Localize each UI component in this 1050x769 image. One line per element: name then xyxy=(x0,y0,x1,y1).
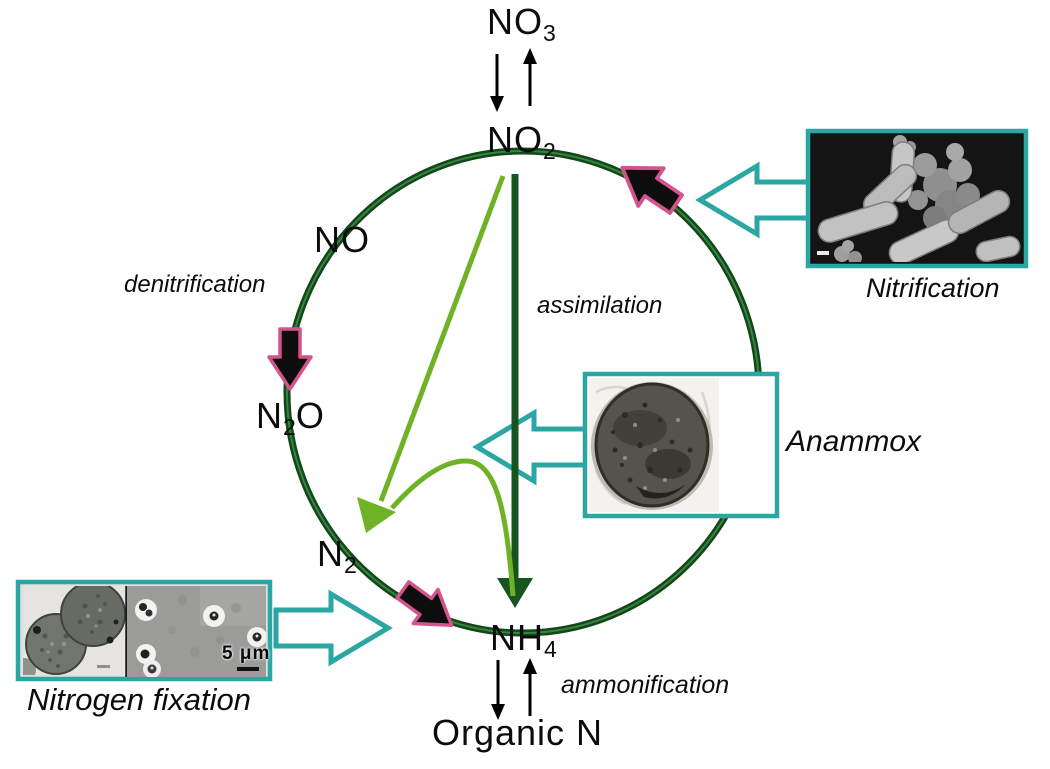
anammox-cell-image xyxy=(589,378,719,512)
caption-nitrogen-fixation: Nitrogen fixation xyxy=(27,682,252,717)
formula-subscript: 2 xyxy=(344,551,357,578)
cyanobacteria-tem-image xyxy=(23,586,126,675)
caption-nitrification: Nitrification xyxy=(866,273,1000,303)
formula-base: NO xyxy=(487,119,543,160)
label-no2: NO2 xyxy=(487,121,556,163)
label-n2: N2 xyxy=(317,535,357,577)
block-arrow-denitrification-icon xyxy=(267,327,313,391)
formula-subscript: 2 xyxy=(543,137,556,164)
scale-bar-label: 5 μm xyxy=(222,643,271,664)
formula-base: N xyxy=(317,533,344,574)
nitrogen-fixation-micrograph xyxy=(15,579,273,682)
bacteria-cells xyxy=(135,599,266,677)
block-arrow-nitrogen-fixation-icon xyxy=(395,580,454,628)
outline-arrow-nitrification-icon xyxy=(695,161,815,239)
label-nh4: NH4 xyxy=(490,619,557,661)
caption-anammox: Anammox xyxy=(786,425,922,458)
anammox-no2-arrow-icon xyxy=(357,175,506,533)
arrow-organic-to-nh4-icon xyxy=(523,658,537,716)
label-organic-n: Organic N xyxy=(432,714,603,756)
formula-base: N xyxy=(256,395,283,436)
outline-arrow-anammox-icon xyxy=(472,408,592,486)
anammox-nh4-arrow-icon xyxy=(390,458,516,597)
formula-base: Organic N xyxy=(432,712,604,753)
arrow-nh4-to-organic-icon xyxy=(491,660,505,720)
nitrification-micrograph xyxy=(805,128,1029,269)
block-arrow-nitrification-icon xyxy=(620,165,684,215)
label-denitrification: denitrification xyxy=(124,271,266,298)
phase-scale-bar xyxy=(237,667,259,671)
formula-base: NO xyxy=(314,219,370,260)
label-assimilation: assimilation xyxy=(537,292,663,319)
label-no3: NO3 xyxy=(487,3,556,45)
formula-subscript: 2 xyxy=(283,413,296,440)
label-no: NO xyxy=(314,221,370,263)
anammox-micrograph xyxy=(582,371,780,519)
formula-post: O xyxy=(295,395,325,436)
outline-arrow-nitrogen-fixation-icon xyxy=(273,589,393,667)
sem-scale-bar xyxy=(817,251,829,255)
arrow-no2-to-no3-icon xyxy=(523,48,537,106)
assimilation-arrow-icon xyxy=(497,174,533,608)
formula-base: NO xyxy=(487,1,543,42)
nitrifying-bacteria-image xyxy=(817,135,1021,262)
formula-subscript: 4 xyxy=(544,635,557,662)
label-n2o: N2O xyxy=(256,397,325,439)
formula-base: NH xyxy=(490,617,544,658)
arrow-no3-to-no2-icon xyxy=(490,54,504,112)
label-ammonification: ammonification xyxy=(561,671,730,699)
cyanobacteria-phase-contrast-image xyxy=(127,586,266,677)
formula-subscript: 3 xyxy=(543,19,556,46)
